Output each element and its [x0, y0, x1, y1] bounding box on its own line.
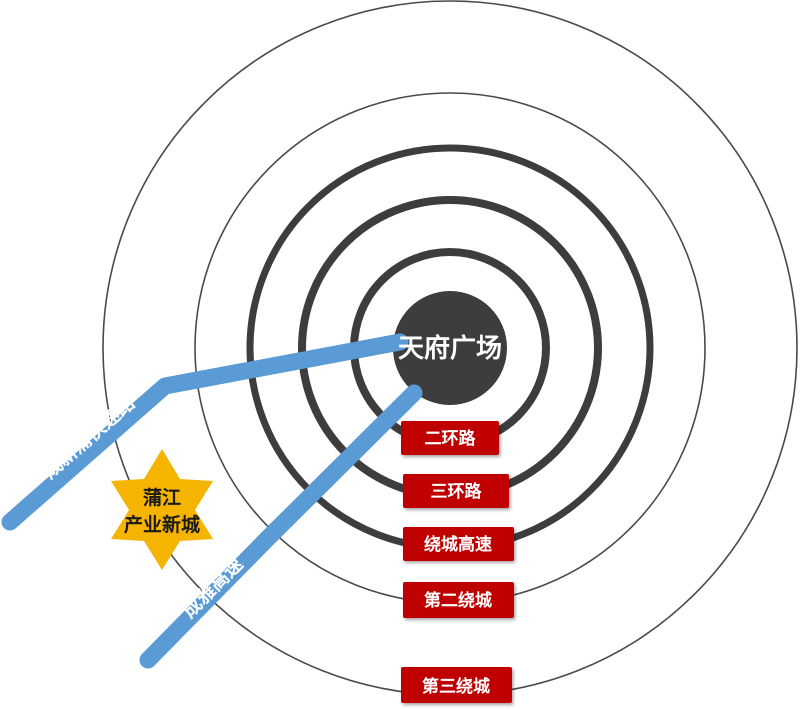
center-label: 天府广场 [398, 333, 502, 364]
road-chengxinpu [1, 333, 409, 531]
ring-label-third-ring-outer: 第三绕城 [401, 667, 512, 703]
ring-label-third: 三环路 [403, 474, 509, 508]
svg-text:第三绕城: 第三绕城 [422, 676, 490, 697]
star-marker: 蒲江 产业新城 [111, 449, 213, 570]
star-icon [111, 449, 213, 570]
svg-text:二环路: 二环路 [425, 428, 477, 449]
svg-text:绕城高速: 绕城高速 [424, 534, 492, 555]
center-disc [393, 291, 507, 405]
svg-text:三环路: 三环路 [431, 481, 483, 502]
ring-label-rao-cheng: 绕城高速 [403, 527, 514, 561]
road-label-chengya: 成雅高速 [177, 552, 247, 622]
star-label-line2: 产业新城 [124, 513, 200, 536]
road-chengya [139, 384, 423, 669]
star-label-line1: 蒲江 [143, 486, 181, 509]
ring-label-second: 二环路 [401, 421, 499, 455]
ring-label-second-ring-outer: 第二绕城 [403, 582, 514, 618]
svg-text:第二绕城: 第二绕城 [424, 590, 492, 611]
